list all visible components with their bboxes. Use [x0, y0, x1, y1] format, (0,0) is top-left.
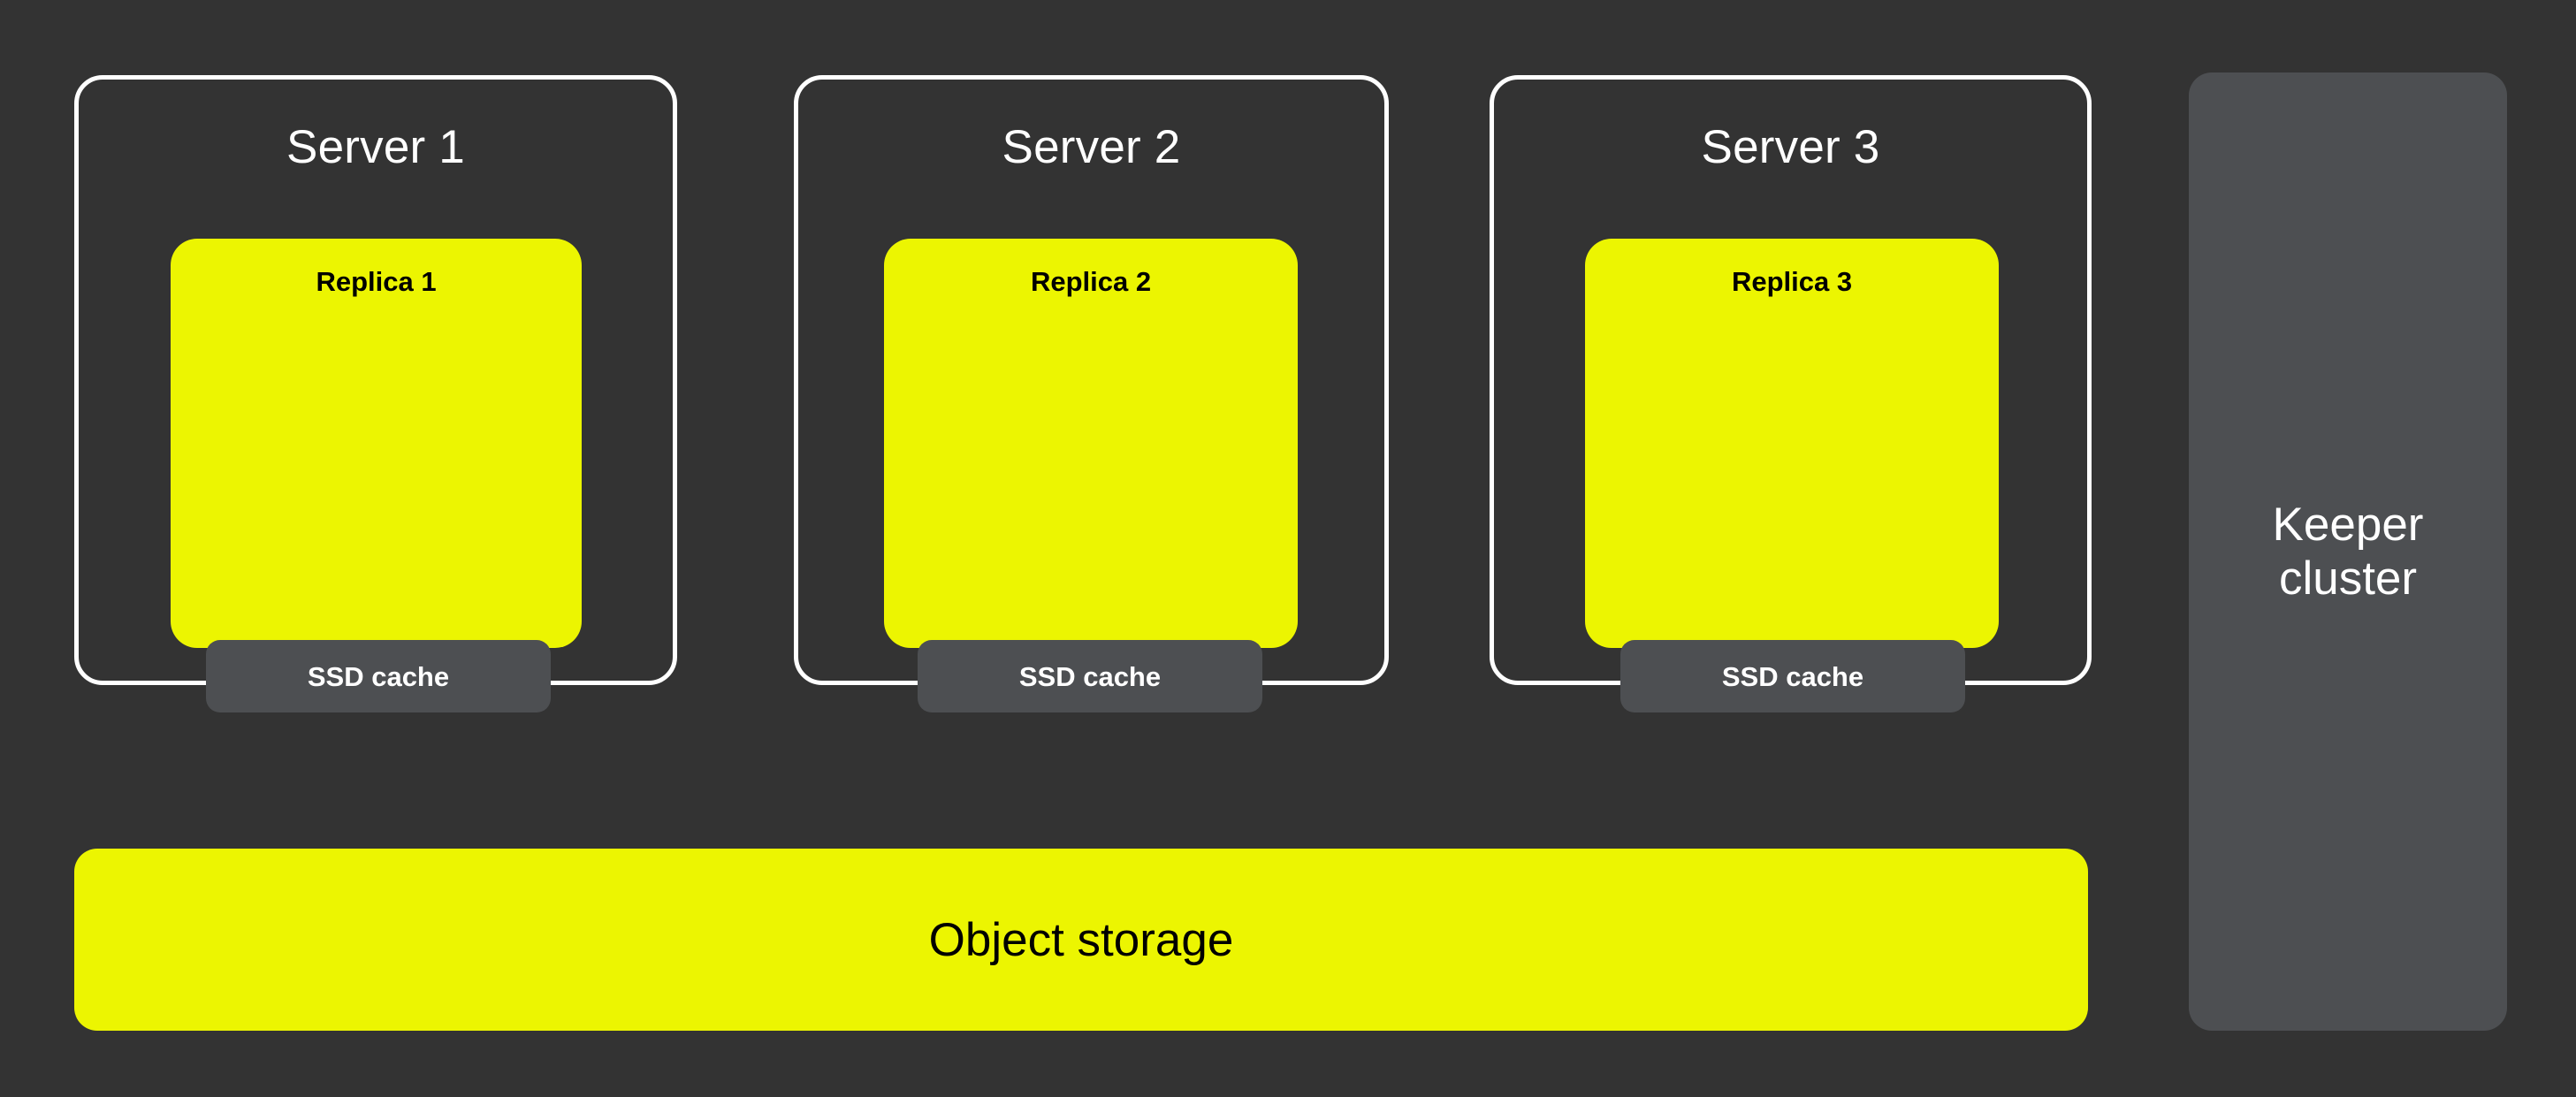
- ssd-cache-3: SSD cache: [1620, 640, 1965, 712]
- server-title-1: Server 1: [286, 121, 465, 173]
- server-title-3: Server 3: [1701, 121, 1880, 173]
- ssd-cache-1: SSD cache: [206, 640, 551, 712]
- ssd-cache-label-1: SSD cache: [307, 660, 450, 692]
- replica-label-2: Replica 2: [1030, 266, 1152, 297]
- ssd-cache-label-3: SSD cache: [1721, 660, 1864, 692]
- replica-box-1: Replica 1: [171, 239, 582, 648]
- replica-label-3: Replica 3: [1731, 266, 1853, 297]
- object-storage-label: Object storage: [928, 913, 1234, 966]
- ssd-cache-2: SSD cache: [918, 640, 1262, 712]
- keeper-cluster-label: Keeper cluster: [2272, 498, 2424, 605]
- object-storage-bar: Object storage: [74, 849, 2088, 1031]
- ssd-cache-label-2: SSD cache: [1018, 660, 1162, 692]
- replica-box-3: Replica 3: [1585, 239, 1999, 648]
- replica-label-1: Replica 1: [316, 266, 437, 297]
- server-title-2: Server 2: [1002, 121, 1181, 173]
- replica-box-2: Replica 2: [884, 239, 1298, 648]
- keeper-cluster-panel: Keeper cluster: [2189, 72, 2507, 1031]
